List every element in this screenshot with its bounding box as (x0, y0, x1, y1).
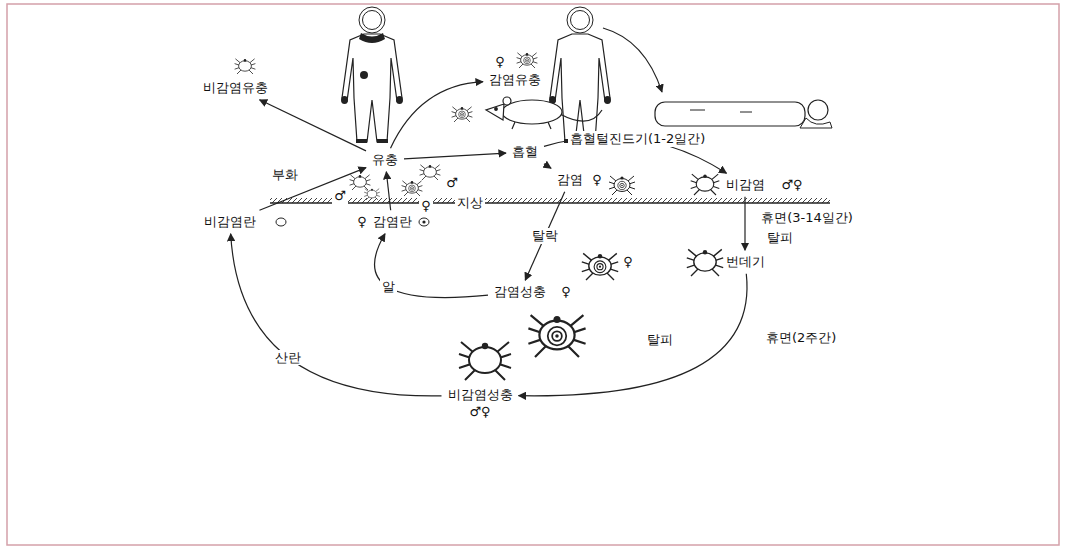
annotation-label: ♀ (419, 198, 433, 214)
annotation-label: ♀ (493, 54, 507, 70)
cycle-arrow (375, 234, 488, 298)
annotation-label: ♀ (621, 254, 635, 270)
stage-name: 번데기 (726, 254, 765, 270)
stage-name: 비감염유충 (203, 80, 268, 96)
stage-name: 비감염 (726, 177, 765, 193)
stage-label: 비감염유충 (200, 79, 271, 97)
annotation-label: ♂♀ (467, 404, 492, 420)
stage-label: 감염란 (370, 213, 415, 231)
stage-label: 감염유충 (486, 71, 544, 89)
annotation-label: ♂ (332, 188, 348, 204)
stage-name: 비감염란 (204, 214, 256, 230)
cycle-arrow (259, 168, 366, 211)
arrow-label: 알 (380, 279, 397, 295)
annotation-label: 부화 (270, 167, 300, 183)
annotation-label: 탈피 (765, 230, 795, 246)
cycle-arrow (260, 100, 366, 151)
stage-name: 감염성충 (494, 284, 546, 300)
cycle-arrow (525, 192, 564, 280)
annotation-label: ♀ (559, 284, 573, 300)
cycle-arrow (391, 82, 483, 149)
arrow-label: 휴면(2주간) (764, 330, 838, 346)
cycle-arrow (744, 197, 745, 250)
stage-name: 감염 (557, 172, 583, 188)
annotation-label: ♂♀ (779, 177, 804, 193)
stage-name: 감염유충 (489, 72, 541, 88)
annotation-label: 지상 (455, 195, 485, 211)
cycle-arrow (404, 153, 506, 159)
stage-label: 감염성충 (491, 283, 549, 301)
cycle-arrow (544, 164, 551, 168)
cycle-arrow (519, 274, 748, 396)
stage-label: 흡혈 (509, 143, 541, 161)
stage-label: 감염 (554, 171, 586, 189)
annotation-label: ♀ (590, 172, 604, 188)
stage-label: 비감염란 (201, 213, 259, 231)
annotation-label: 탈피 (645, 332, 675, 348)
annotation-label: ♀ (355, 214, 369, 230)
arrow-label: 휴면(3-14일간) (759, 210, 855, 226)
stage-name: 흡혈 (512, 144, 538, 160)
cycle-arrow (231, 234, 442, 396)
stage-name: 비감염성충 (448, 387, 513, 403)
arrow-label: 흡혈털진드기(1-2일간) (568, 131, 707, 147)
annotation-label: ♂ (444, 175, 460, 191)
arrow-label: 산란 (273, 350, 303, 366)
stage-name: 유충 (372, 152, 398, 168)
stage-label: 유충 (369, 151, 401, 169)
arrow-label: 탈락 (530, 228, 560, 244)
stage-name: 감염란 (373, 214, 412, 230)
stage-label: 비감염성충 (445, 386, 516, 404)
cycle-arrow (386, 172, 390, 210)
stage-label: 비감염 (723, 176, 768, 194)
stage-label: 번데기 (723, 253, 768, 271)
